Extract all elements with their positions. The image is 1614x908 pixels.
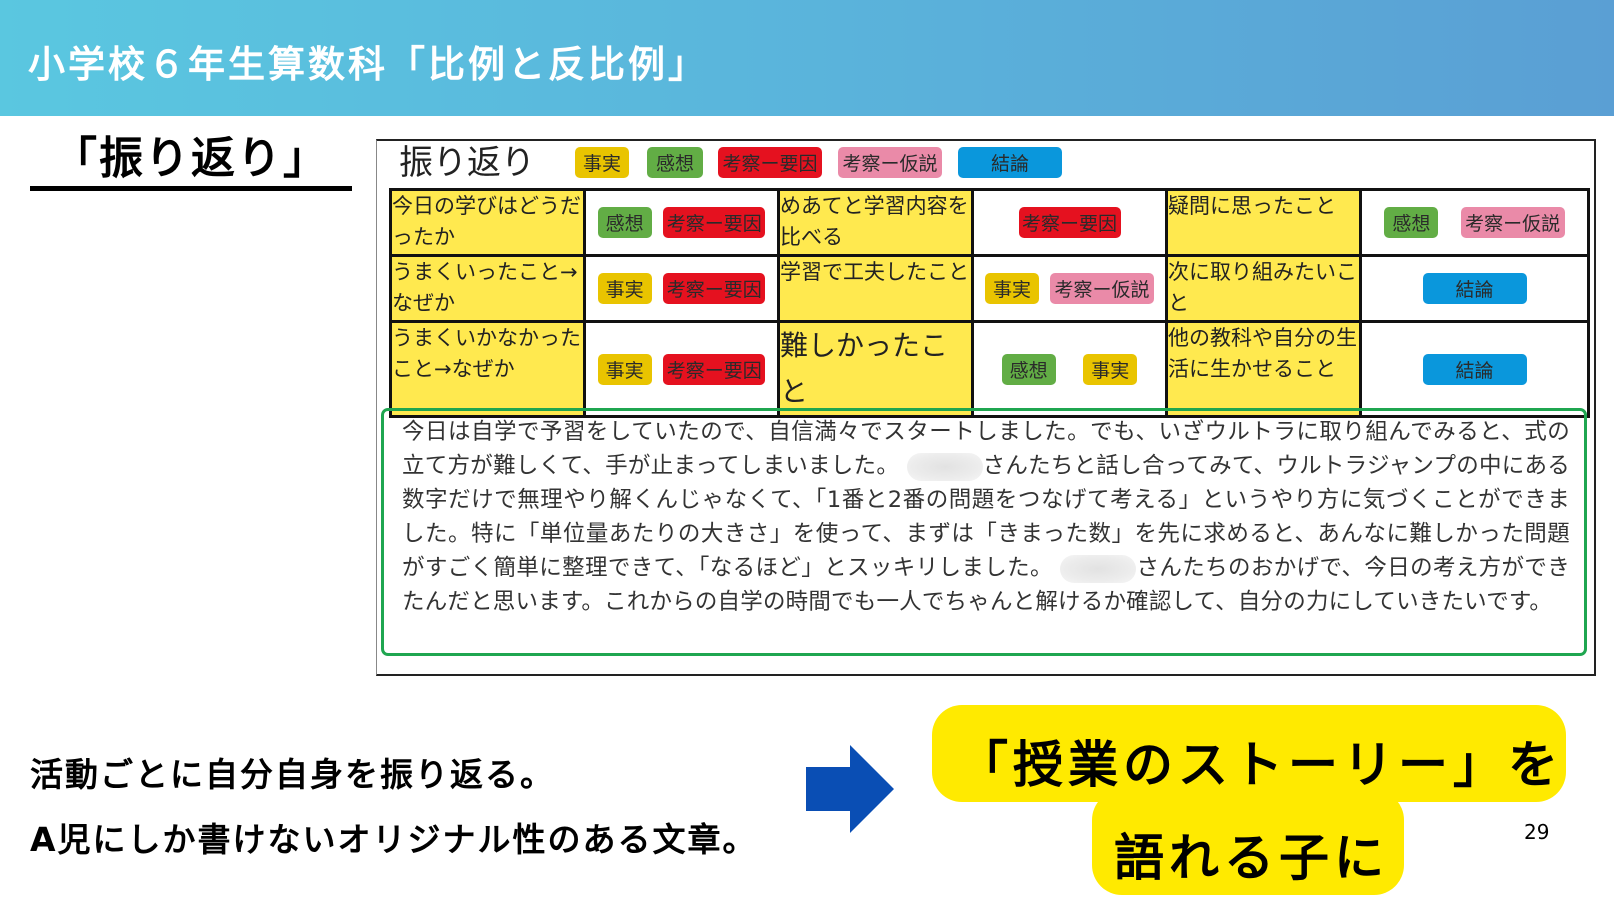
reflection-text-part-2: さんたちと話し合ってみて、ウルトラジャンプの中にある数字だけで無理やり解くんじゃ… [402,453,1570,581]
slide-title: 小学校６年生算数科「比例と反比例」 [28,43,708,86]
tag-cause: 考察ー要因 [1018,207,1121,238]
callout-bubble-bottom [1092,790,1404,895]
section-title: 「振り返り」 [30,132,352,191]
tag-fact: 事実 [597,353,652,385]
prompt-cell: めあてと学習内容を比べる [777,188,974,257]
right-arrow-icon [806,745,894,833]
tag-hypothesis: 考察ー仮説 [1460,207,1565,238]
reflection-worksheet-image: 振り返り 事実 感想 考察ー要因 考察ー仮説 結論 今日の学びはどうだったか 感… [376,139,1596,676]
prompt-cell: 次に取り組みたいこと [1165,254,1362,323]
legend-tag-conclusion: 結論 [958,147,1062,178]
legend-tag-cause: 考察ー要因 [718,147,822,178]
prompt-cell: 他の教科や自分の生活に生かせること [1165,320,1362,418]
reflection-text-box: 今日は自学で予習をしていたので、自信満々でスタートしました。でも、いざウルトラに… [381,408,1587,656]
callout-text-line-2: 語れる子に [1114,829,1389,887]
tag-feeling: 感想 [1384,207,1439,238]
worksheet-heading: 振り返り [399,143,535,183]
table-row: うまくいったこと→なぜか 事実 考察ー要因 学習で工夫したこと 事実 考察ー仮説… [389,254,1590,323]
callout-text-line-1: 「授業のストーリー」を [958,736,1563,794]
table-row: 今日の学びはどうだったか 感想 考察ー要因 めあてと学習内容を比べる 考察ー要因… [389,188,1590,257]
tag-feeling: 感想 [597,207,652,238]
prompt-cell: うまくいかなかったこと→なぜか [389,320,586,418]
tag-cause: 考察ー要因 [663,353,766,385]
tag-fact: 事実 [597,273,652,304]
reflection-text-part-1: 今日は自学で予習をしていたので、自信満々でスタートしました。でも、いざウルトラに… [402,419,1570,479]
tag-fact: 事実 [1083,353,1138,385]
tag-cell: 感想 考察ー要因 [583,188,780,257]
prompt-cell: 難しかったこと [777,320,974,418]
tag-cell: 結論 [1359,254,1590,323]
tag-cause: 考察ー要因 [663,207,766,238]
legend-tag-hypothesis: 考察ー仮説 [838,147,942,178]
reflection-text-part-3: さんたちのおかげで、今日の考え方ができたんだと思います。これからの自学の時間でも… [402,555,1570,615]
tag-cell: 感想 考察ー仮説 [1359,188,1590,257]
prompt-cell: 疑問に思ったこと [1165,188,1362,257]
prompt-cell: 今日の学びはどうだったか [389,188,586,257]
tag-cell: 事実 考察ー仮説 [971,254,1168,323]
prompt-cell: うまくいったこと→なぜか [389,254,586,323]
redacted-name [1060,554,1137,583]
tag-cell: 感想 事実 [971,320,1168,418]
tag-cell: 事実 考察ー要因 [583,254,780,323]
tag-fact: 事実 [985,273,1039,304]
callout-bubble-top [932,705,1566,802]
legend-tag-feeling: 感想 [647,147,703,178]
tag-cause: 考察ー要因 [663,273,766,304]
prompt-cell: 学習で工夫したこと [777,254,974,323]
tag-hypothesis: 考察ー仮説 [1050,273,1154,304]
tag-cell: 考察ー要因 [971,188,1168,257]
summary-line-2: A児にしか書けないオリジナル性のある文章。 [30,820,758,859]
table-row: うまくいかなかったこと→なぜか 事実 考察ー要因 難しかったこと 感想 事実 他… [389,320,1590,418]
legend-tag-fact: 事実 [575,147,629,178]
tag-conclusion: 結論 [1422,353,1527,385]
reflection-prompt-table: 今日の学びはどうだったか 感想 考察ー要因 めあてと学習内容を比べる 考察ー要因… [389,188,1590,418]
slide-header: 小学校６年生算数科「比例と反比例」 [0,0,1614,116]
tag-conclusion: 結論 [1422,273,1527,304]
summary-line-1: 活動ごとに自分自身を振り返る。 [30,755,555,794]
tag-cell: 事実 考察ー要因 [583,320,780,418]
tag-feeling: 感想 [1001,353,1056,385]
page-number: 29 [1524,820,1550,844]
tag-cell: 結論 [1359,320,1590,418]
redacted-name [906,452,983,481]
